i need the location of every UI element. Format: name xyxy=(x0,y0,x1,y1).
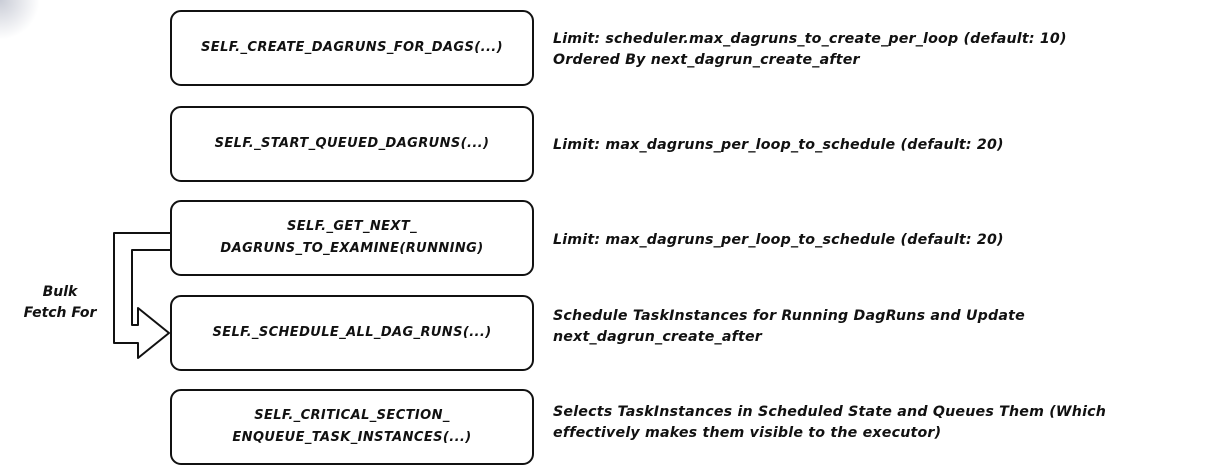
step-label-get-next-dagruns: self._get_next_ dagruns_to_examine(RUNNI… xyxy=(220,219,484,256)
step-box-start-queued-dagruns: self._start_queued_dagruns(...) xyxy=(170,106,534,182)
note-get-next-dagruns: Limit: max_dagruns_per_loop_to_schedule … xyxy=(553,232,1004,248)
step-label-enqueue-task-instances: self._critical_section_ enqueue_task_ins… xyxy=(232,408,472,445)
step-box-schedule-all-dag-runs: self._schedule_all_dag_runs(...) xyxy=(170,295,534,371)
step-label-start-queued-dagruns: self._start_queued_dagruns(...) xyxy=(214,136,490,151)
note-start-queued-dagruns: Limit: max_dagruns_per_loop_to_schedule … xyxy=(553,137,1004,153)
bulk-fetch-label: Bulk Fetch For xyxy=(23,284,97,321)
step-box-get-next-dagruns: self._get_next_ dagruns_to_examine(RUNNI… xyxy=(170,200,534,276)
note-enqueue-task-instances: Selects TaskInstances in Scheduled State… xyxy=(553,404,1107,441)
bulk-fetch-arrow xyxy=(113,232,170,359)
step-label-schedule-all-dag-runs: self._schedule_all_dag_runs(...) xyxy=(212,325,492,340)
step-label-create-dagruns: self._create_dagruns_for_dags(...) xyxy=(201,40,503,55)
note-schedule-all-dag-runs: Schedule TaskInstances for Running DagRu… xyxy=(553,308,1025,345)
step-box-create-dagruns: self._create_dagruns_for_dags(...) xyxy=(170,10,534,86)
note-create-dagruns: Limit: scheduler.max_dagruns_to_create_p… xyxy=(553,31,1067,68)
step-box-enqueue-task-instances: self._critical_section_ enqueue_task_ins… xyxy=(170,389,534,465)
